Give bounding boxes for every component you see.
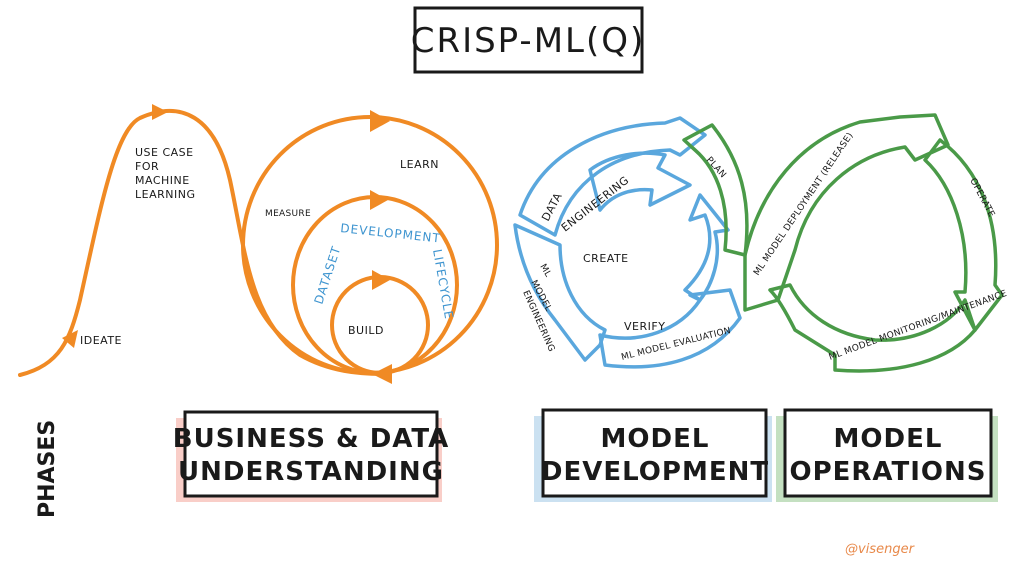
monitoring-label: ML MODEL MONITORING/MAINTENANCE — [828, 289, 1009, 363]
ml-label: ML — [537, 263, 552, 280]
svg-text:FOR: FOR — [135, 160, 159, 173]
learn-arrow-head — [370, 110, 390, 132]
bottom-arrow-head — [372, 364, 392, 384]
plan-blue-arrow — [588, 151, 692, 212]
ml-deployment-arrow — [743, 113, 950, 312]
diagram-title: CRISP-ML(Q) — [411, 21, 646, 61]
ideate-label: IDEATE — [80, 334, 122, 347]
title-box: CRISP-ML(Q) — [411, 6, 646, 74]
monitoring-arrow — [768, 283, 977, 373]
build-arrow-head — [372, 270, 390, 290]
learn-label: LEARN — [400, 158, 439, 171]
phase-1-line-2: UNDERSTANDING — [178, 457, 444, 487]
svg-text:USE CASE: USE CASE — [135, 146, 194, 159]
development-label: DEVELOPMENT — [340, 221, 442, 245]
verify-arrow — [683, 193, 730, 302]
author-signature: @visenger — [845, 542, 916, 557]
data-engineering-arrow — [518, 116, 707, 237]
ml-model-evaluation-arrow — [598, 288, 742, 369]
svg-text:LEARNING: LEARNING — [135, 188, 195, 201]
phases-label: PHASES — [35, 420, 60, 518]
phase-3-line-2: OPERATIONS — [789, 457, 986, 487]
ideate-hill-path — [18, 109, 387, 377]
phase-business-data-understanding: BUSINESS & DATA UNDERSTANDING — [173, 410, 449, 502]
verify-label: VERIFY — [624, 320, 665, 333]
create-label: CREATE — [583, 252, 629, 265]
use-case-label: USE CASE FOR MACHINE LEARNING — [135, 146, 195, 201]
use-case-arrow-head — [152, 104, 168, 120]
measure-label: MEASURE — [265, 209, 311, 219]
phase-2-line-2: DEVELOPMENT — [541, 457, 769, 487]
business-understanding-flow — [18, 104, 499, 384]
phase-1-line-1: BUSINESS & DATA — [173, 424, 449, 454]
svg-text:MACHINE: MACHINE — [135, 174, 190, 187]
phase-3-line-1: MODEL — [834, 424, 943, 454]
phase-2-line-1: MODEL — [601, 424, 710, 454]
build-label: BUILD — [348, 324, 384, 337]
phase-model-operations: MODEL OPERATIONS — [776, 408, 998, 502]
ideate-arrow-head — [62, 330, 78, 348]
model-development-cycle — [513, 116, 742, 369]
dataset-arrow-head — [370, 190, 388, 210]
phase-model-development: MODEL DEVELOPMENT — [534, 408, 772, 502]
dataset-label: DATASET — [312, 244, 344, 306]
operate-label: OPERATE — [967, 177, 996, 220]
model-operations-cycle — [682, 113, 1004, 373]
